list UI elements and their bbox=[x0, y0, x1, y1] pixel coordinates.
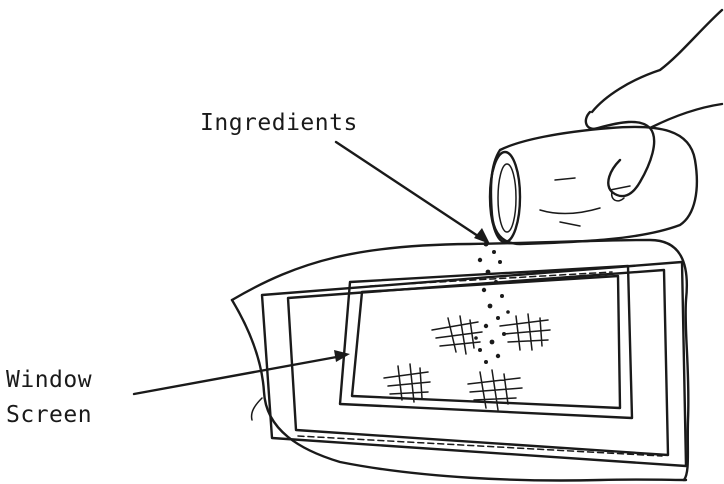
plant-material bbox=[384, 314, 550, 410]
sprig-bottom-left bbox=[384, 364, 430, 402]
sprig-top-right bbox=[500, 314, 550, 350]
window-screen-arrow bbox=[134, 350, 350, 394]
ingredients-label: Ingredients bbox=[200, 110, 358, 136]
window-label: Window bbox=[6, 367, 92, 393]
jar bbox=[490, 127, 697, 244]
ingredient-particles bbox=[474, 242, 510, 365]
window-frame bbox=[262, 262, 686, 466]
screen-label: Screen bbox=[6, 402, 92, 428]
ingredients-arrow bbox=[336, 142, 490, 244]
sprig-top-left bbox=[432, 316, 482, 354]
hand bbox=[586, 10, 722, 201]
